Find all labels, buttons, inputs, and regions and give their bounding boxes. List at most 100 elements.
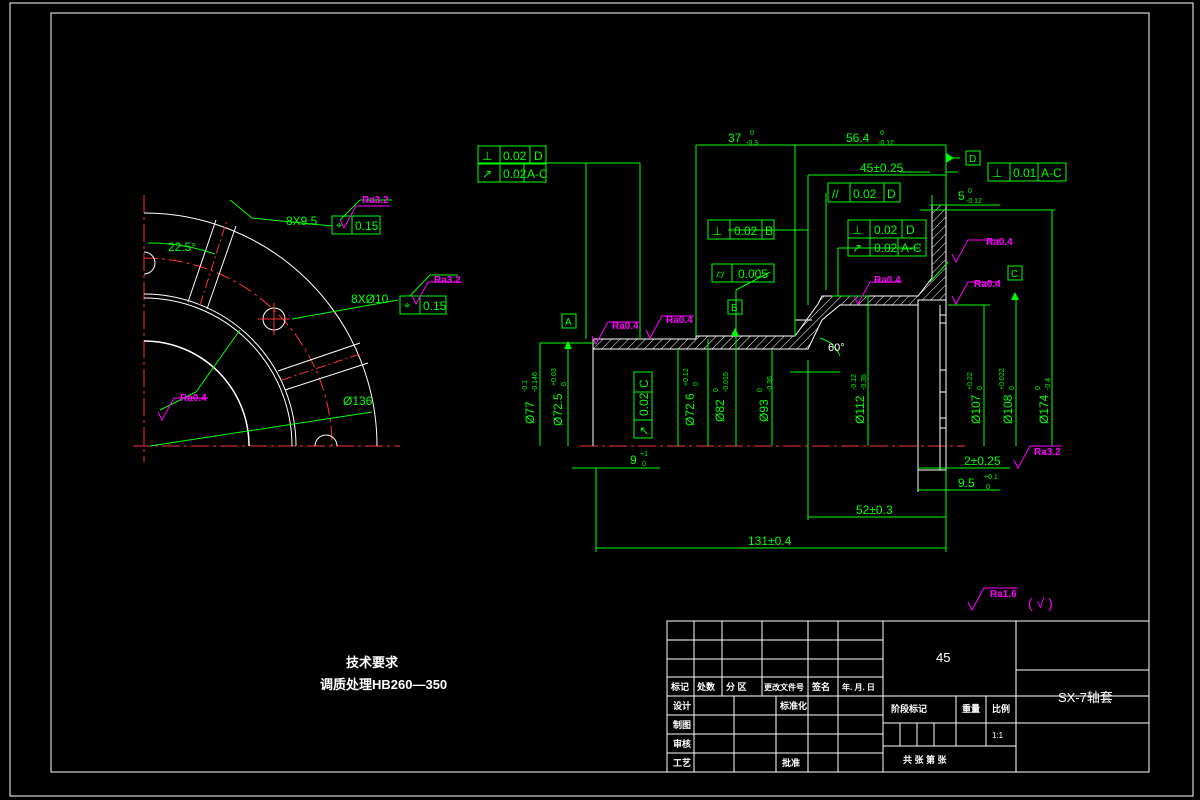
dim-45: 45±0.25	[860, 161, 904, 175]
title-block-text: 45 SX-7轴套 标记 处数 分 区 更改文件号 签名 年. 月. 日 设计 …	[670, 650, 1113, 768]
roughness-general: Ra1.6	[990, 589, 1017, 600]
dim-9-5-tol-lo: 0	[986, 484, 990, 491]
dia-82: Ø82	[713, 399, 727, 422]
dia-77-tol-up: -0.1	[522, 380, 529, 392]
dia-93-tol-lo: -0.35	[767, 376, 774, 392]
dim-9: 9	[630, 453, 637, 467]
dia-77: Ø77	[523, 401, 537, 424]
dia-72-5: Ø72.5	[551, 393, 565, 426]
angle-60: 60°	[828, 342, 845, 354]
dim-37: 37	[728, 131, 742, 145]
dia-108-tol-up: +0.022	[999, 368, 1006, 390]
fcf-mid-1-value: 0.02	[874, 223, 898, 237]
fcf-top-1-datum: D	[534, 149, 543, 163]
tb-scale: 比例	[992, 703, 1010, 714]
angle-label: 22.5°	[168, 240, 196, 254]
tb-count: 处数	[696, 681, 716, 692]
dim-9-tol-up: +1	[640, 451, 648, 458]
dim-5-tol-up: 0	[968, 188, 972, 195]
tb-standard: 标准化	[779, 700, 807, 711]
fcf-mid-1-datum: D	[906, 223, 915, 237]
datum-a: A	[565, 317, 572, 328]
dim-9-5-tol-up: +0.1	[984, 474, 998, 481]
dim-37-tol-up: 0	[750, 130, 754, 137]
dim-5: 5	[958, 189, 965, 203]
inner-frame	[50, 12, 1150, 773]
fcf-top-2-datum: A-C	[527, 167, 548, 181]
fcf-mid-2-datum: A-C	[901, 241, 922, 255]
dim-56-tol-lo: -0.12	[878, 140, 894, 147]
datum-b: B	[731, 303, 738, 314]
position-tol-a: 0.15	[355, 219, 379, 233]
tb-approve: 批准	[782, 757, 800, 768]
fcf-perp-b-value: 0.02	[734, 224, 758, 238]
title-block	[666, 620, 1150, 773]
fcf-top-2-value: 0.02	[503, 167, 527, 181]
dia-112-tol-up: -0.12	[851, 374, 858, 390]
dia-174: Ø174	[1037, 394, 1051, 424]
fcf-cylindricity-value: 0.005	[738, 267, 768, 281]
outer-frame	[9, 2, 1194, 797]
tb-sheets: 共 张 第 张	[903, 754, 948, 765]
position-symbol-a: ⌖	[336, 220, 342, 232]
tb-review: 审核	[673, 738, 691, 749]
dia-174-tol-up: 0	[1035, 386, 1042, 390]
dia-108: Ø108	[1001, 394, 1015, 424]
dia-112-tol-lo: -0.35	[861, 374, 868, 390]
dia-174-tol-lo: -0.4	[1045, 378, 1052, 390]
fcf-parallel-symbol: //	[832, 187, 839, 201]
fcf-right-value: 0.01	[1013, 166, 1037, 180]
fcf-perp-b-symbol: ⊥	[712, 224, 722, 238]
tb-design: 设计	[673, 700, 691, 711]
roughness-1: Ra0.4	[612, 321, 639, 332]
dim-2: 2±0.25	[964, 454, 1001, 468]
technical-notes: 技术要求 调质处理HB260—350	[320, 655, 447, 692]
fcf-mid-2-symbol: ↗	[852, 241, 862, 255]
dim-9-tol-lo: 0	[642, 461, 646, 468]
roughness-4: Ra0.4	[986, 237, 1013, 248]
drawing-name: SX-7轴套	[1058, 690, 1113, 705]
dia-108-tol-lo: 0	[1009, 386, 1016, 390]
material: 45	[936, 650, 950, 665]
fcf-top-1-symbol: ⊥	[482, 149, 492, 163]
roughness-b: Ra3.2	[434, 275, 461, 286]
dia-82-tol-lo: -0.015	[723, 372, 730, 392]
dim-37-tol-lo: -0.3	[746, 140, 758, 147]
fcf-top-1-value: 0.02	[503, 149, 527, 163]
dim-131: 131±0.4	[748, 534, 792, 548]
tb-weight: 重量	[962, 703, 980, 714]
roughness-2: Ra0.4	[666, 315, 693, 326]
fcf-parallel-datum: D	[887, 187, 896, 201]
tb-drafting: 制图	[673, 719, 691, 730]
fcf-parallel-value: 0.02	[853, 187, 877, 201]
roughness-general-rest: ( √ )	[1028, 595, 1053, 611]
dim-56-tol-up: 0	[880, 130, 884, 137]
dim-52: 52±0.3	[856, 503, 893, 517]
dim-9-5: 9.5	[958, 476, 975, 490]
fcf-cylindricity-symbol: ⌭	[716, 267, 725, 281]
pcd-label: Ø136	[343, 394, 373, 408]
hole-pattern-a: 8X9.5	[286, 214, 318, 228]
hole-pattern-b: 8XØ10	[351, 292, 389, 306]
section-view: ⊥ 0.02 D ↗ 0.02 A-C ⊥ 0.01 A-C // 0.02 D…	[477, 130, 1067, 612]
fcf-mid-1-symbol: ⊥	[852, 223, 862, 237]
dia-72-6-tol-up: +0.12	[683, 368, 690, 386]
dia-72-5-tol-up: +0.03	[551, 368, 558, 386]
fcf-right-datum: A-C	[1041, 166, 1062, 180]
tb-zone: 分 区	[726, 681, 747, 692]
tb-change-doc: 更改文件号	[764, 682, 804, 692]
quarter-view: 8X9.5 ⌖ 0.15 8XØ10 ⌖ 0.15 22.5° Ø136 Ra3…	[133, 195, 462, 462]
roughness-a: Ra3.2	[362, 195, 389, 206]
tb-mark: 标记	[670, 681, 689, 692]
dia-93: Ø93	[757, 399, 771, 422]
dia-82-tol-up: 0	[713, 388, 720, 392]
roughness-6: Ra3.2	[1034, 447, 1061, 458]
roughness-3: Ra0.4	[874, 275, 901, 286]
position-tol-b: 0.15	[423, 299, 447, 313]
dia-77-tol-lo: -0.146	[532, 372, 539, 392]
fcf-mid-2-value: 0.02	[874, 241, 898, 255]
tb-scale-value: 1:1	[992, 731, 1004, 740]
tb-date: 年. 月. 日	[842, 682, 875, 692]
dia-72-6-tol-lo: 0	[693, 382, 700, 386]
